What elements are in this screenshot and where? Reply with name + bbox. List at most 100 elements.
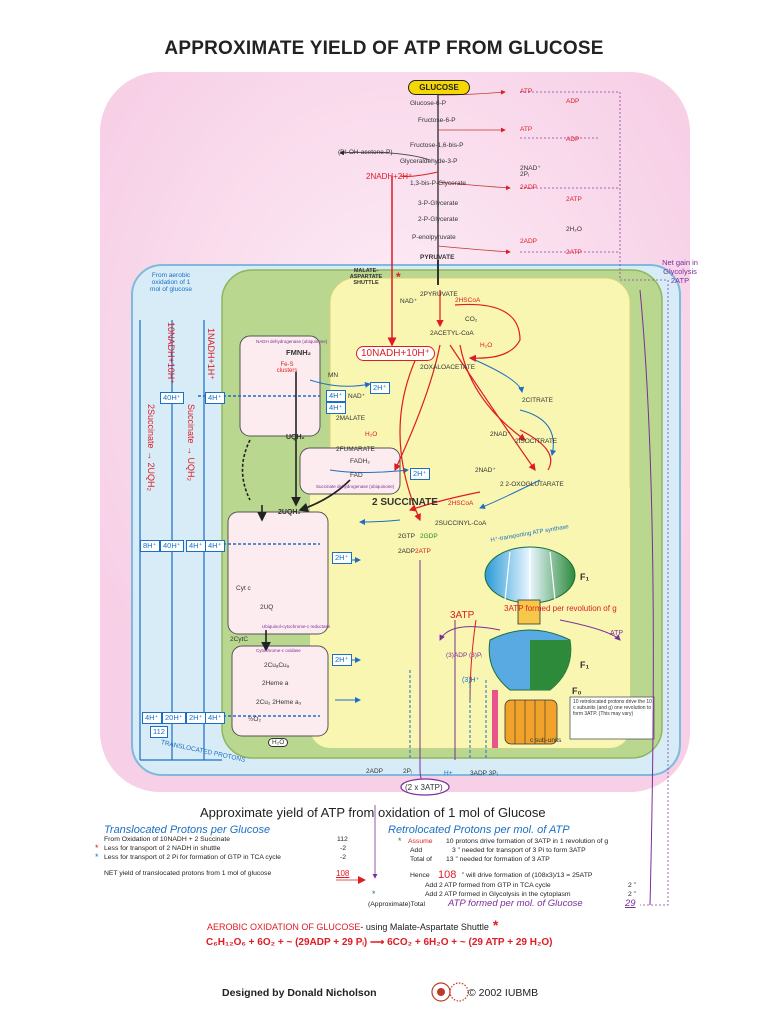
gdp-label: 2GDP: [420, 533, 438, 540]
credit-line: Designed by Donald Nicholson: [222, 987, 377, 999]
glycolysis-step: Glucose-6-P: [410, 100, 447, 107]
complex-iv-box: [231, 645, 329, 737]
h2o-a-label: H₂O: [480, 342, 493, 349]
translocated-row-value: -2: [340, 845, 347, 852]
shuttle-label: MALATE-ASPARTATE SHUTTLE: [349, 268, 383, 286]
oxoglutarate-label: 2 2-OXOGLUTARATE: [500, 481, 564, 488]
proton-box-4e: 4H⁺: [205, 540, 225, 552]
formed-per-label: ATP formed per mol. of Glucose: [448, 898, 583, 909]
proton-box-2e: 2H⁺: [186, 712, 206, 724]
proton-box-2c: 2H⁺: [332, 552, 352, 564]
proton-box-40: 40H⁺: [160, 392, 184, 404]
proton-box-40b: 40H⁺: [160, 540, 184, 552]
glycolysis-pi-label: 2Pᵢ: [520, 171, 529, 178]
translocated-heading: Translocated Protons per Glucose: [104, 824, 271, 836]
h3-label: (3)H⁺: [462, 677, 480, 684]
proton-box-4d: 4H⁺: [186, 540, 206, 552]
from-oxidation-label: From aerobic oxidation of 1 mol of gluco…: [150, 272, 192, 293]
fad-label: FAD: [350, 472, 363, 479]
h2o-b-label: H₂O: [365, 431, 378, 438]
retro-row-label: Assume: [408, 838, 433, 845]
atp-out-label: 2ATP: [566, 249, 582, 256]
complex-iv-name: Cytochrome-c oxidase: [256, 648, 301, 653]
fmn-label: FMNH₂: [286, 348, 311, 357]
revolution-label: 3ATP formed per revolution of g: [504, 604, 617, 613]
add-gtp-value: 2 ”: [628, 882, 636, 889]
isocitrate-label: 2ISOCITRATE: [515, 438, 558, 445]
fumarate-label: 2FUMARATE: [336, 446, 375, 453]
proton-box-2d: 2H⁺: [332, 654, 352, 666]
page-title: APPROXIMATE YIELD OF ATP FROM GLUCOSE: [164, 38, 604, 59]
vertical-label-4: Succinate → UQH₂: [186, 404, 196, 482]
hence-value: 108: [438, 869, 457, 881]
translocated-row: From Oxidation of 10NADH + 2 Succinate: [104, 836, 230, 843]
malate-label: 2MALATE: [336, 415, 366, 422]
glycolysis-step: Glyceraldehyde-3-P: [400, 158, 458, 165]
atp-out-label: 2ATP: [566, 196, 582, 203]
net-gain-label: Net gain in Glycolysis 2ATP: [662, 258, 698, 285]
o2-label: ½O₂: [248, 716, 261, 723]
oxaloacetate-label: 2OXALOACETATE: [420, 364, 476, 371]
bottom-h-label: H+: [444, 770, 453, 777]
cua-label: 2CuₐCuₐ: [264, 662, 290, 669]
overall-equation: C₆H₁₂O₆ + 6O₂ + ~ (29ADP + 29 Pᵢ) ⟶ 6CO₂…: [206, 937, 553, 948]
dhap-label: (DI-OH-acetone-P): [338, 149, 393, 156]
green-star-icon: *: [372, 889, 376, 899]
aerobic-line: AEROBIC OXIDATION OF GLUCOSE- using Mala…: [207, 917, 498, 933]
adp-in-label: 2ADP: [520, 238, 537, 245]
adp-label: 2ADP: [398, 548, 415, 555]
red-star-icon: *: [95, 843, 99, 853]
complex-i-name: NADH dehydrogenase (ubiquinone): [256, 339, 328, 344]
formed-value: 29: [625, 898, 636, 909]
translocated-row: Less for transport of 2 Pi for formation…: [104, 854, 281, 861]
glycolysis-step: Fructose-1,6-bis-P: [410, 142, 464, 149]
mn-label: MN: [328, 372, 339, 379]
succinate-label: 2 SUCCINATE: [372, 497, 438, 508]
adp-pi-label: (3)ADP (3)Pᵢ: [446, 652, 483, 659]
atp-synthase-note-box: [569, 696, 655, 740]
green-star-icon: *: [398, 836, 402, 846]
c-subunits-label: c sub-units: [530, 737, 562, 744]
bottom-pi-label: 2Pᵢ: [403, 768, 412, 775]
add-glycolysis-row: Add 2 ATP formed in Glycolysis in the cy…: [425, 891, 571, 898]
proton-box-4c: 4H⁺: [326, 402, 346, 414]
translocated-row: Less for transport of 2 NADH in shuttle: [104, 845, 221, 852]
shuttle-star-icon: *: [396, 270, 401, 284]
heme-a3-label: 2Cu₂ 2Heme a₃: [256, 699, 302, 706]
shuttle-star-footer-icon: *: [488, 917, 499, 933]
proton-box-4g: 4H⁺: [205, 712, 225, 724]
blue-star-icon: *: [95, 852, 99, 862]
glycolysis-step: P-enolpyruvate: [412, 234, 456, 241]
atp3-label: 3ATP: [450, 610, 475, 621]
approx-total-label: (Approximate)Total: [368, 901, 426, 908]
h2o-product-label: H₂O: [268, 738, 289, 747]
acetylcoa-label: 2ACETYL-CoA: [430, 330, 474, 337]
atp-in-label: ATP: [520, 88, 533, 95]
f0-label: F₀: [572, 686, 582, 696]
yield-heading: Approximate yield of ATP from oxidation …: [200, 805, 546, 820]
uqh2-b-label: 2UQH₂: [278, 509, 301, 516]
hence-text: ” will drive formation of (108x3)/13 = 2…: [462, 872, 593, 879]
retro-row-label: Total of: [410, 856, 432, 863]
net-yield-value: 108: [336, 869, 350, 878]
proton-box-20: 20H⁺: [162, 712, 186, 724]
aerobic-suffix: - using Malate-Aspartate Shuttle: [360, 922, 489, 932]
retro-row-text: 10 protons drive formation of 3ATP in 1 …: [446, 838, 609, 845]
glycolysis-step: Fructose-6-P: [418, 117, 456, 124]
complex-ii-name: Succinate dehydrogenase (ubiquinone): [316, 484, 395, 489]
bottom-adp2-label: 3ADP 3Pᵢ: [470, 770, 498, 777]
glucose-label: GLUCOSE: [408, 80, 470, 95]
proton-box-8: 8H⁺: [140, 540, 160, 552]
proton-total-box: 112: [150, 726, 168, 738]
heme-a-label: 2Heme a: [262, 680, 289, 687]
add-gtp-row: Add 2 ATP formed from GTP in TCA cycle: [425, 882, 551, 889]
glycolysis-nadh-label: 2NADH+2H⁺: [366, 172, 413, 181]
retro-row-label: Add: [410, 847, 423, 854]
proton-box-2b: 2H⁺: [410, 468, 430, 480]
proton-box-4a: 4H⁺: [205, 392, 225, 404]
uqh2-label: UQH₂: [286, 434, 305, 441]
glycolysis-step: 3-P-Glycerate: [418, 200, 459, 207]
nadc-label: NAD⁺: [348, 393, 366, 400]
fadh-label: FADH₂: [350, 458, 370, 465]
